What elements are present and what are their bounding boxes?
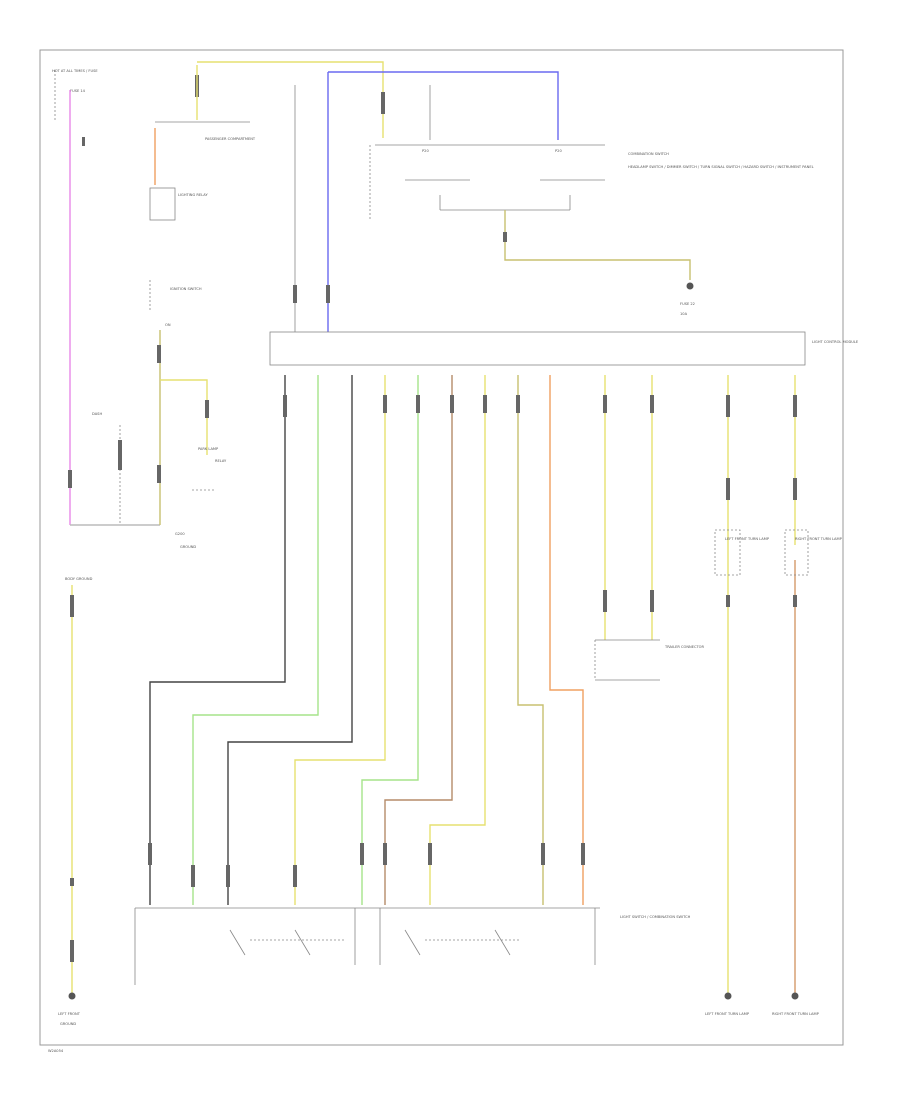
switch-label: LIGHT SWITCH / COMBINATION SWITCH [620, 915, 691, 919]
right-bulb-label: RIGHT FRONT TURN LAMP [795, 537, 843, 541]
right-bulb-ground: RIGHT FRONT TURN LAMP [772, 1012, 820, 1016]
bcm-label: LIGHT CONTROL MODULE [812, 340, 859, 344]
combo-tag-left: P20 [422, 149, 429, 153]
ignition-label: IGNITION SWITCH [170, 287, 202, 291]
fuse-label: HOT AT ALL TIMES / FUSE [52, 69, 98, 73]
combo-tag-right: P20 [555, 149, 562, 153]
relay-sub-label: PASSENGER COMPARTMENT [205, 137, 256, 141]
left-ground-label: LEFT FRONT [58, 1012, 81, 1016]
ignition-group: IGNITION SWITCH ON PARK LAMP RELAY DASH … [92, 280, 227, 549]
trailer-label: TRAILER CONNECTOR [664, 645, 704, 649]
top-yellow-wire [197, 61, 384, 138]
park-sub: RELAY [215, 459, 227, 463]
park-label: PARK LAMP [198, 447, 219, 451]
combination-switch: P20 P20 COMBINATION SWITCH HEADLAMP SWIT… [369, 144, 814, 316]
fuse-small-sub: 10A [680, 312, 688, 316]
lighting-relay: LIGHTING RELAY PASSENGER COMPARTMENT [149, 65, 256, 221]
bulb-labels: LEFT FRONT TURN LAMP RIGHT FRONT TURN LA… [705, 529, 843, 1016]
light-control-module: LIGHT CONTROL MODULE [269, 331, 859, 366]
ground-mid-sub: GROUND [180, 545, 196, 549]
left-bulb-label: LEFT FRONT TURN LAMP [725, 537, 770, 541]
module-output-wires [148, 375, 799, 1000]
fuse-small-label: FUSE 22 [680, 302, 695, 306]
diagram-frame [39, 49, 844, 1046]
top-left-fuse-block: HOT AT ALL TIMES / FUSE FUSE 14 [52, 69, 98, 146]
blue-wire [328, 71, 559, 140]
left-ground-sub: GROUND [60, 1022, 76, 1026]
dash-label: DASH [92, 412, 102, 416]
light-switch-assembly: LIGHT SWITCH / COMBINATION SWITCH [134, 907, 691, 985]
ground-mid-label: G200 [175, 532, 185, 536]
relay-label: LIGHTING RELAY [178, 193, 208, 197]
trailer-connector: TRAILER CONNECTOR [594, 639, 704, 681]
ignition-sub: ON [165, 323, 171, 327]
fuse-sub-label: FUSE 14 [70, 89, 86, 93]
body-ground-label: BODY GROUND [65, 577, 93, 581]
combo-switch-lines: HEADLAMP SWITCH / DIMMER SWITCH / TURN S… [628, 165, 814, 169]
footer-code: W2A054 [48, 1049, 64, 1053]
left-bulb-ground: LEFT FRONT TURN LAMP [705, 1012, 750, 1016]
body-ground-branch: BODY GROUND LEFT FRONT GROUND [58, 577, 93, 1026]
combo-switch-label: COMBINATION SWITCH [628, 152, 669, 156]
